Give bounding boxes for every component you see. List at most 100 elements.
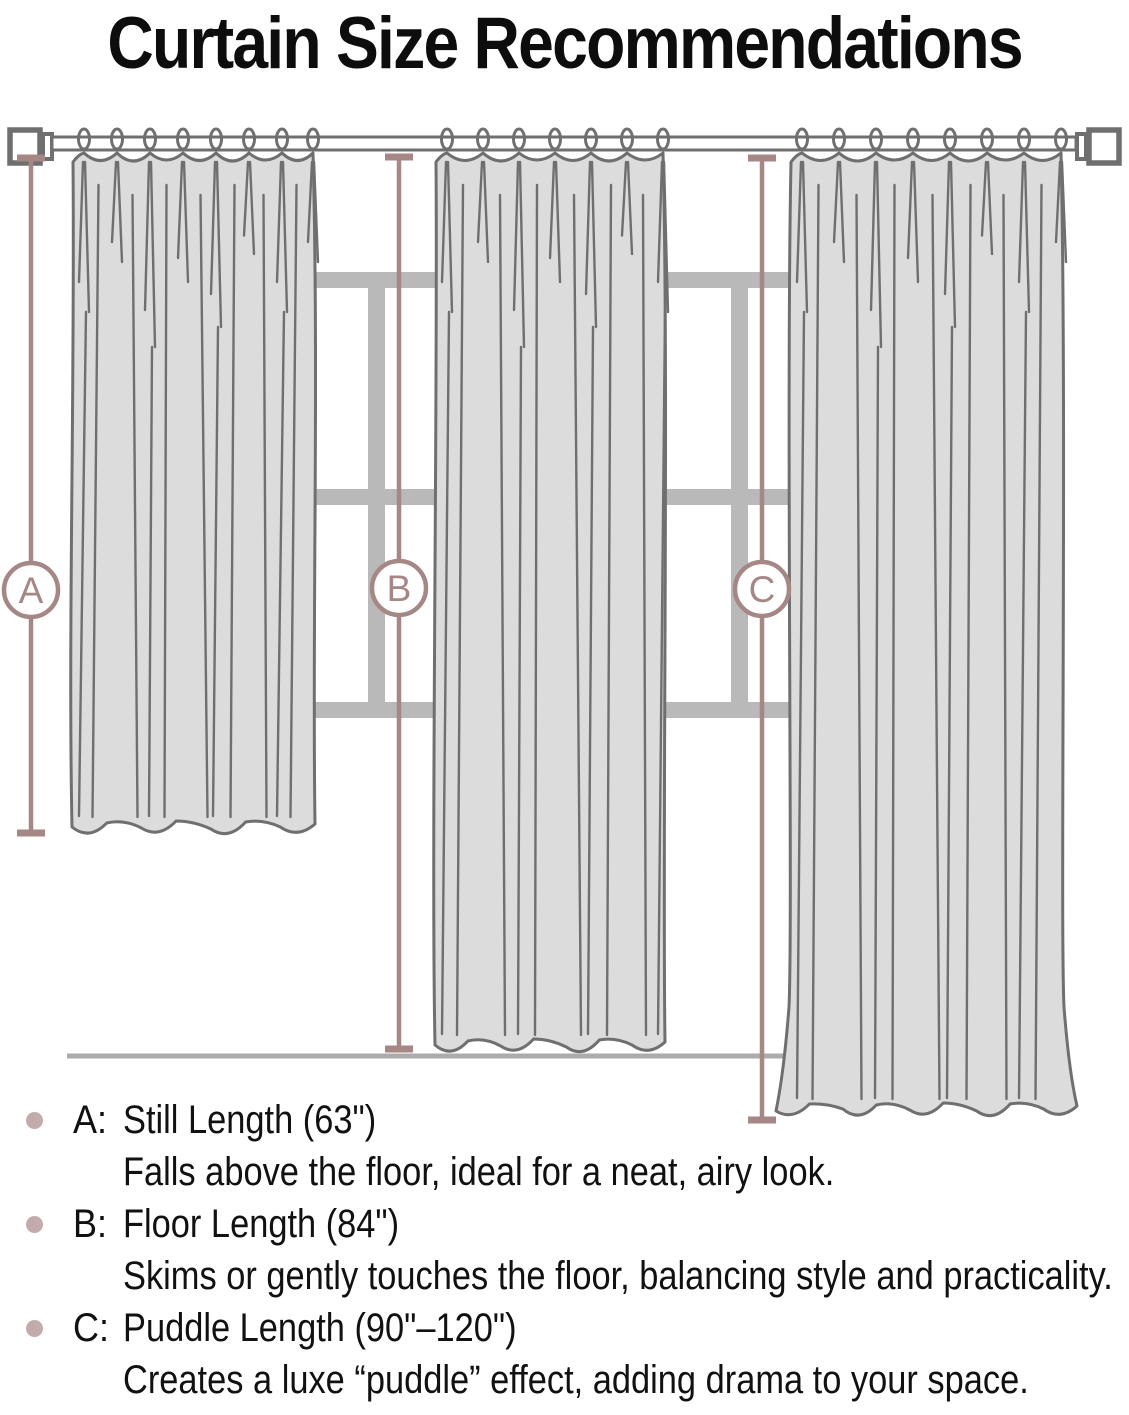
curtain-fold-line	[891, 183, 896, 1101]
measure-line-c	[748, 154, 776, 1124]
curtain-fold-line	[275, 160, 283, 284]
curtain-ring-icon	[1054, 127, 1068, 151]
bullet-icon	[26, 1319, 43, 1337]
curtain-fold-line	[289, 183, 298, 819]
curtain-fold-line	[131, 193, 139, 819]
curtain-ring-icon	[795, 127, 809, 151]
curtain-fold-line	[605, 183, 613, 1037]
curtain-fold-line	[242, 160, 250, 237]
curtain-fold-line	[440, 160, 448, 284]
curtain-fold-line	[832, 160, 840, 244]
bullet-icon	[26, 1215, 43, 1233]
curtain-ring-icon	[306, 127, 320, 151]
curtain-fold-line	[110, 160, 118, 244]
curtain-fold-line	[199, 193, 209, 819]
curtain-fold-line	[912, 160, 920, 284]
curtain-fold-line	[476, 160, 484, 244]
curtain-fold-line	[262, 193, 268, 819]
curtain-fold-line	[548, 160, 556, 260]
curtain-fold-line	[516, 345, 523, 1036]
curtain-ring-icon	[656, 127, 670, 151]
curtain-fold-line	[312, 160, 320, 264]
curtain-fold-line	[306, 160, 314, 244]
curtain-ring-icon	[869, 127, 883, 151]
curtain-fold-line	[518, 160, 526, 349]
legend-letter-a: A:	[73, 1097, 108, 1142]
curtain-fold-line	[77, 310, 88, 818]
curtain-fold-line	[980, 160, 988, 237]
curtain-fold-line	[498, 193, 507, 1037]
curtain-fold-line	[662, 160, 670, 314]
curtain-fold-line	[209, 160, 217, 296]
curtain-ring-icon	[275, 127, 289, 151]
measure-marker-c: C	[732, 559, 792, 619]
curtain-fold-line	[211, 325, 220, 818]
measure-line-a	[17, 154, 45, 837]
curtain-fold-line	[795, 310, 806, 1100]
curtain-fold-line	[482, 160, 490, 264]
curtain-ring-icon	[176, 127, 190, 151]
curtain-fold-line	[1017, 310, 1028, 1100]
legend-letter-c: C:	[73, 1305, 109, 1350]
curtain-fold-line	[163, 183, 168, 819]
curtain-fold-line	[943, 160, 951, 296]
curtain-fold-line	[801, 160, 809, 314]
curtain-fold-line	[1034, 183, 1043, 1101]
curtain-fold-line	[656, 310, 667, 1036]
marker-circle-c	[732, 559, 792, 619]
window-right-mullion	[731, 280, 748, 712]
curtain-fold-line	[248, 160, 256, 256]
curtain-fold-line	[869, 160, 877, 312]
curtain-ring-icon	[110, 127, 124, 151]
legend-title-a: Still Length (63")	[123, 1097, 377, 1142]
curtain-ring-icon	[143, 127, 157, 151]
curtain-fold-line	[626, 160, 634, 256]
legend-letter-b: B:	[73, 1201, 108, 1246]
curtain-fold-line	[945, 325, 954, 1100]
curtain-ring-icon	[440, 127, 454, 151]
rod-bar	[50, 135, 1078, 152]
curtain-fold-line	[949, 160, 957, 329]
curtain-ring-icon	[980, 127, 994, 151]
curtain-b-body	[432, 151, 668, 1054]
legend-title-b: Floor Length (84")	[123, 1201, 400, 1246]
page-title: Curtain Size Recommendations	[107, 3, 1023, 84]
legend-term-c: C: Puddle Length (90"–120")	[0, 1302, 1129, 1354]
curtain-ring-icon	[832, 127, 846, 151]
curtain-fold-line	[533, 183, 539, 1037]
legend-desc-b: Skims or gently touches the floor, balan…	[123, 1253, 1113, 1298]
curtains	[69, 151, 1079, 1118]
curtain-fold-line	[512, 160, 520, 312]
curtain-fold-line	[986, 160, 994, 256]
curtain-fold-line	[83, 160, 91, 314]
curtain-ring-icon	[1017, 127, 1031, 151]
curtain-fold-line	[143, 160, 151, 312]
curtain-fold-line	[855, 193, 863, 1101]
curtain-fold-line	[584, 160, 592, 296]
curtain-fold-line	[873, 345, 880, 1100]
curtain-fold-line	[656, 160, 664, 284]
curtain-fold-line	[965, 183, 972, 1101]
marker-circle-a	[1, 560, 61, 620]
curtain-fold-line	[906, 160, 914, 260]
curtain-ring-icon	[620, 127, 634, 151]
legend-term-a: A: Still Length (63")	[0, 1094, 1129, 1146]
curtain-fold-line	[229, 183, 236, 819]
curtain-ring-icon	[584, 127, 598, 151]
legend-title-c: Puddle Length (90"–120")	[123, 1305, 517, 1350]
curtain-fold-line	[1023, 160, 1031, 314]
curtain-fold-line	[281, 160, 289, 314]
bullet-icon	[26, 1111, 43, 1129]
curtain-c	[774, 151, 1079, 1118]
curtain-rings	[77, 127, 1068, 151]
curtain-fold-line	[875, 160, 883, 349]
measure-marker-b: B	[369, 558, 429, 618]
curtain-ring-icon	[476, 127, 490, 151]
curtain-fold-line	[811, 183, 820, 1101]
curtain-b	[432, 151, 670, 1054]
marker-circle-b	[369, 558, 429, 618]
marker-letter-a: A	[19, 570, 44, 611]
curtain-fold-line	[149, 160, 157, 349]
